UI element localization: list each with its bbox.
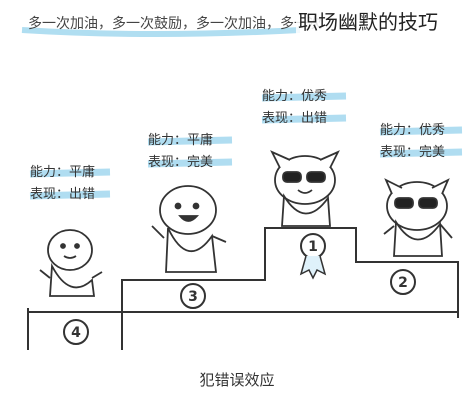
- overlay-title: 职场幽默的技巧: [296, 6, 440, 35]
- rank-badge-2: 2: [390, 269, 416, 295]
- label-4-ability: 能力：平庸: [30, 164, 95, 180]
- rank-4-label: 4: [71, 325, 81, 341]
- rank-badge-1: 1: [299, 233, 327, 280]
- character-2: [383, 178, 453, 257]
- label-4: 能力：平庸 表现：出错: [29, 164, 111, 202]
- caption: 犯错误效应: [199, 371, 274, 389]
- label-1-ability: 能力：优秀: [262, 89, 327, 104]
- label-2: 能力：优秀 表现：完美: [379, 123, 463, 160]
- podium: [27, 227, 459, 350]
- label-3-performance: 表现：完美: [148, 155, 213, 170]
- rank-1-label: 1: [308, 239, 318, 255]
- rank-3-label: 3: [188, 289, 198, 305]
- label-1: 能力：优秀 表现：出错: [261, 89, 347, 126]
- rank-badge-3: 3: [180, 283, 206, 309]
- character-3: [151, 185, 227, 273]
- label-2-performance: 表现：完美: [380, 145, 445, 160]
- header-text: 多一次加油，多一次鼓励，多一次加油，多一次: [28, 15, 322, 32]
- label-2-ability: 能力：优秀: [380, 123, 445, 138]
- label-3-ability: 能力：平庸: [148, 132, 213, 148]
- header-strip: 多一次加油，多一次鼓励，多一次加油，多一次: [21, 15, 322, 37]
- label-1-performance: 表现：出错: [262, 111, 327, 126]
- rank-badge-4: 4: [63, 319, 89, 345]
- label-4-performance: 表现：出错: [30, 187, 95, 202]
- character-4: [39, 229, 103, 297]
- character-1: [270, 150, 340, 227]
- label-3: 能力：平庸 表现：完美: [147, 132, 233, 170]
- rank-2-label: 2: [398, 275, 408, 291]
